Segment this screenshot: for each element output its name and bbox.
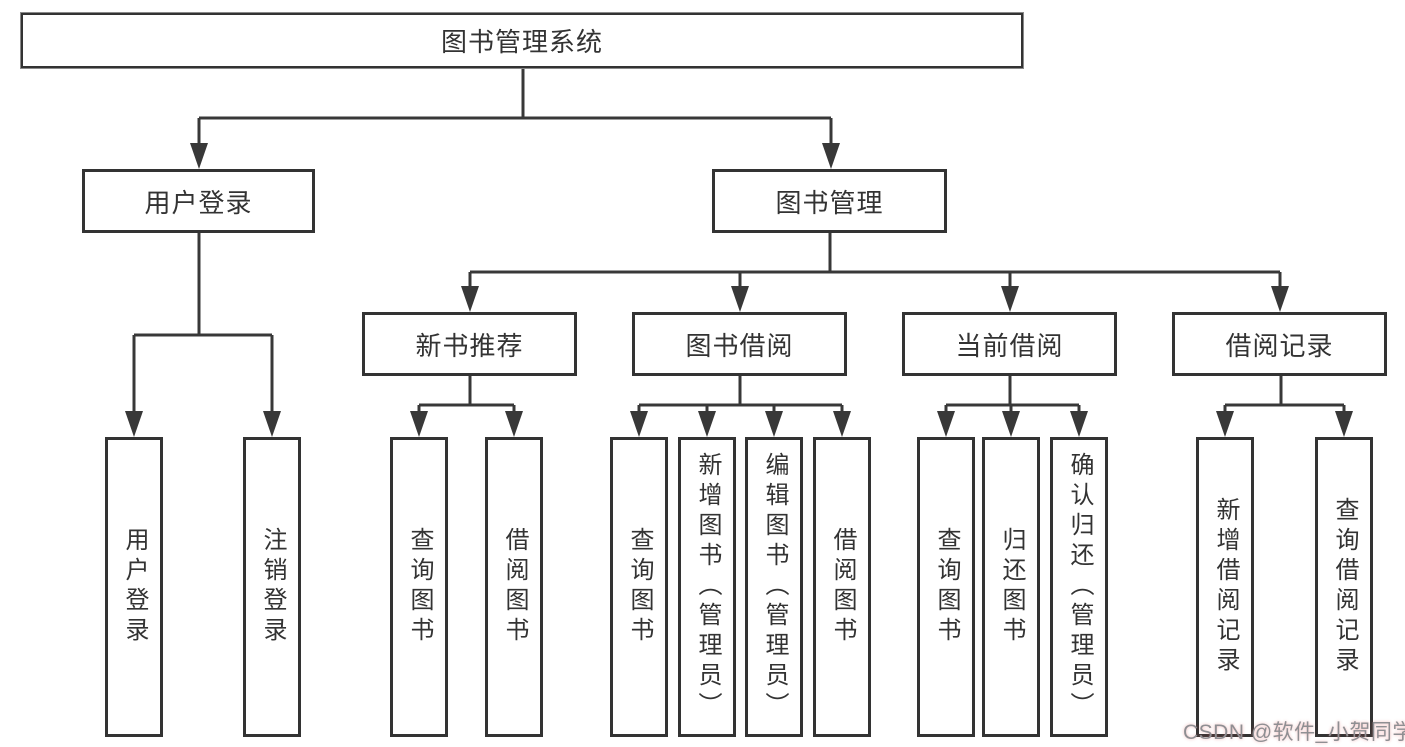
node-book-management: 图书管理 [712,169,947,233]
leaf-logout: 注销登录 [243,437,301,737]
node-label: 借阅图书 [829,527,856,647]
node-label: 查询借阅记录 [1331,497,1358,677]
node-borrow-records: 借阅记录 [1172,312,1387,376]
leaf-return-book: 归还图书 [982,437,1040,737]
leaf-query-books-current: 查询图书 [917,437,975,737]
node-label: 新增图书（管理员） [694,452,721,722]
node-root-system: 图书管理系统 [21,13,1023,68]
leaf-query-books-recommend: 查询图书 [390,437,448,737]
leaf-borrow-books: 借阅图书 [813,437,871,737]
node-label: 图书借阅 [685,330,794,361]
node-label: 新书推荐 [415,330,524,361]
leaf-query-borrow-record: 查询借阅记录 [1315,437,1373,737]
node-label: 用户登录 [121,527,148,647]
leaf-edit-book-admin: 编辑图书（管理员） [745,437,803,737]
node-new-book-recommend: 新书推荐 [362,312,577,376]
node-label: 借阅图书 [501,527,528,647]
node-label: 当前借阅 [955,330,1064,361]
node-label: 查询图书 [406,527,433,647]
node-label: 图书管理系统 [440,27,603,57]
node-label: 新增借阅记录 [1212,497,1239,677]
node-current-borrow: 当前借阅 [902,312,1117,376]
leaf-add-borrow-record: 新增借阅记录 [1196,437,1254,737]
leaf-user-login: 用户登录 [105,437,163,737]
node-label: 借阅记录 [1225,330,1334,361]
arrowheads [125,143,1353,437]
node-label: 编辑图书（管理员） [761,452,788,722]
leaf-borrow-books-recommend: 借阅图书 [485,437,543,737]
node-book-borrow: 图书借阅 [632,312,847,376]
node-label: 注销登录 [259,527,286,647]
node-label: 图书管理 [775,187,884,218]
node-label: 确认归还（管理员） [1066,452,1093,722]
node-label: 归还图书 [998,527,1025,647]
node-user-login: 用户登录 [82,169,315,233]
node-label: 查询图书 [933,527,960,647]
watermark: CSDN @软件_小贺同学 [1183,721,1405,744]
leaf-query-books-borrow: 查询图书 [610,437,668,737]
node-label: 查询图书 [626,527,653,647]
leaf-confirm-return-admin: 确认归还（管理员） [1050,437,1108,737]
leaf-add-book-admin: 新增图书（管理员） [678,437,736,737]
node-label: 用户登录 [144,187,253,218]
